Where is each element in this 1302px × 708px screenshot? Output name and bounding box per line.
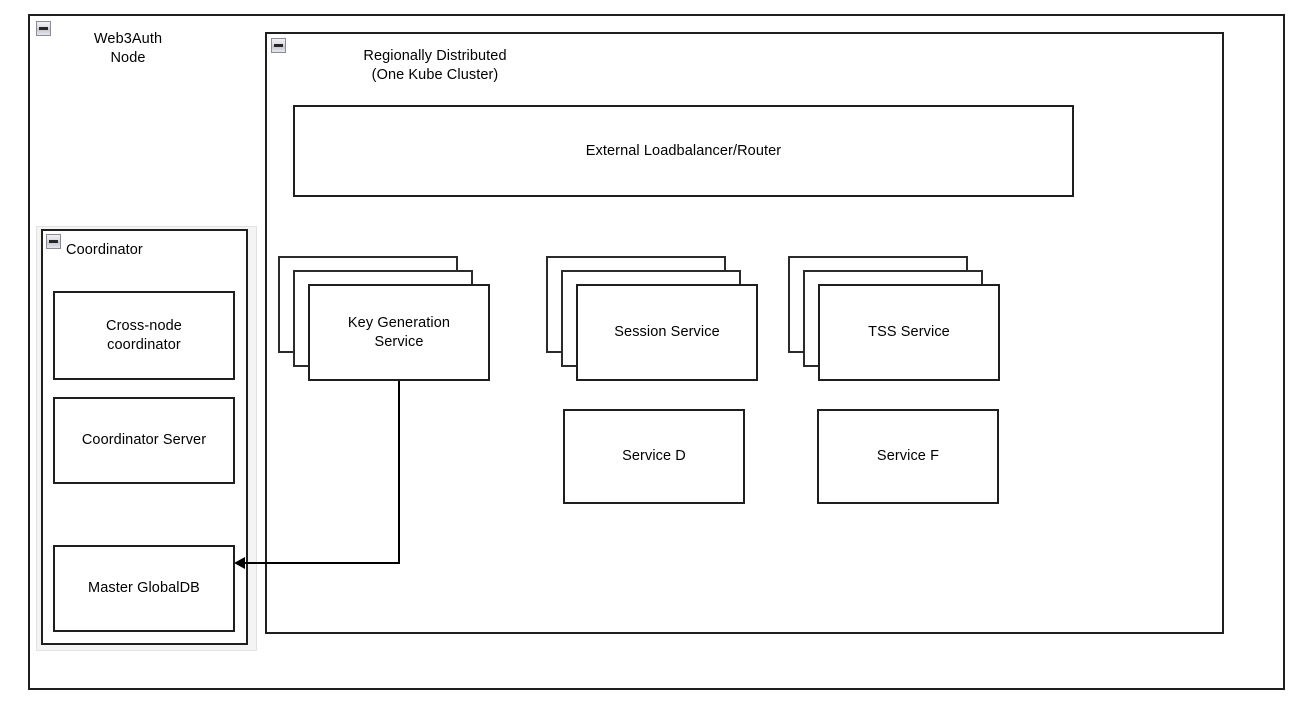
collapse-minus-icon-coordinator[interactable] xyxy=(46,234,61,249)
edge-keygen-to-globaldb-horizontal xyxy=(244,562,400,564)
node-coordinator-server[interactable]: Coordinator Server xyxy=(53,397,235,484)
minus-bar xyxy=(274,44,283,47)
minus-bar xyxy=(39,27,48,30)
container-title-coordinator: Coordinator xyxy=(66,242,143,258)
arrowhead-left-icon-globaldb xyxy=(234,557,245,569)
node-cross-node-coordinator[interactable]: Cross-node coordinator xyxy=(53,291,235,380)
container-title-web3auth-node: Web3Auth Node xyxy=(93,31,163,66)
node-master-globaldb[interactable]: Master GlobalDB xyxy=(53,545,235,632)
node-service-d[interactable]: Service D xyxy=(563,409,745,504)
node-tss-service[interactable]: TSS Service xyxy=(818,284,1000,381)
collapse-minus-icon-web3auth-node[interactable] xyxy=(36,21,51,36)
container-title-regionally-distributed: Regionally Distributed (One Kube Cluster… xyxy=(363,48,507,83)
minus-bar xyxy=(49,240,58,243)
node-key-generation-service[interactable]: Key Generation Service xyxy=(308,284,490,381)
node-external-loadbalancer-router[interactable]: External Loadbalancer/Router xyxy=(293,105,1074,197)
node-session-service[interactable]: Session Service xyxy=(576,284,758,381)
collapse-minus-icon-regionally-distributed[interactable] xyxy=(271,38,286,53)
node-service-f[interactable]: Service F xyxy=(817,409,999,504)
edge-keygen-to-globaldb-vertical xyxy=(398,381,400,564)
